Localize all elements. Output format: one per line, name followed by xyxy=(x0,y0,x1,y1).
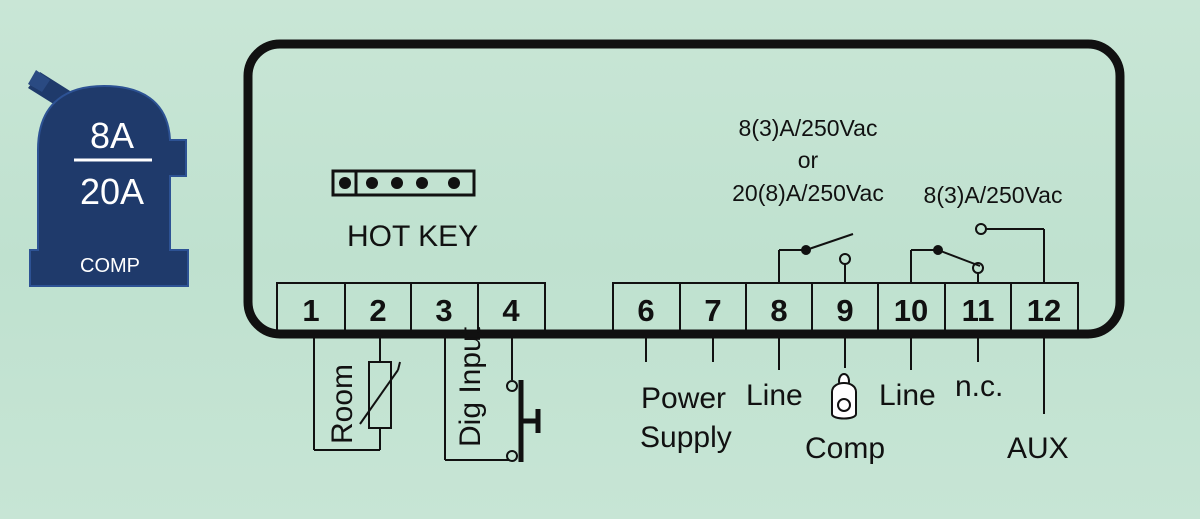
badge-bottom: 20A xyxy=(80,171,144,212)
room-label: Room xyxy=(326,364,359,444)
terminal-10: 10 xyxy=(894,293,928,328)
hot-key-pin xyxy=(366,177,378,189)
comp-wiring xyxy=(778,337,846,370)
compressor-relay-icon xyxy=(778,233,854,283)
comp-rating-line2: or xyxy=(798,147,819,173)
aux-wiring xyxy=(910,337,1045,414)
terminal-7: 7 xyxy=(704,293,721,328)
power-supply-wiring xyxy=(645,337,714,362)
thermistor-icon xyxy=(359,361,401,429)
room-sensor-wiring xyxy=(313,337,381,451)
hot-key-connector xyxy=(331,169,476,197)
push-switch-icon xyxy=(506,380,541,462)
terminal-3: 3 xyxy=(435,293,452,328)
power-label: Power xyxy=(641,382,726,415)
hot-key-pin xyxy=(416,177,428,189)
terminal-1: 1 xyxy=(302,293,319,328)
compressor-badge: 8A 20A COMP xyxy=(28,70,189,287)
comp-rating-line3: 20(8)A/250Vac xyxy=(732,180,884,206)
nc-label: n.c. xyxy=(955,370,1003,403)
terminal-8: 8 xyxy=(770,293,787,328)
aux-rating: 8(3)A/250Vac xyxy=(924,182,1063,208)
terminal-4: 4 xyxy=(502,293,520,328)
aux-label: AUX xyxy=(1007,432,1069,465)
badge-top: 8A xyxy=(90,115,134,156)
terminal-6: 6 xyxy=(637,293,654,328)
terminal-2: 2 xyxy=(369,293,386,328)
terminal-11: 11 xyxy=(962,293,995,328)
hot-key-pin xyxy=(339,177,351,189)
badge-label: COMP xyxy=(80,255,140,277)
digital-input-wiring xyxy=(444,337,513,461)
compressor-body-icon xyxy=(29,84,189,287)
terminal-12: 12 xyxy=(1027,293,1061,328)
hot-key-pin xyxy=(391,177,403,189)
aux-line-label: Line xyxy=(879,379,936,412)
dig-input-label: Dig Input xyxy=(454,326,487,447)
terminal-9: 9 xyxy=(836,293,853,328)
compressor-icon xyxy=(831,373,857,420)
terminal-block-left xyxy=(276,282,546,334)
comp-rating-line1: 8(3)A/250Vac xyxy=(739,115,878,141)
comp-label: Comp xyxy=(805,432,885,465)
supply-label: Supply xyxy=(640,421,732,454)
aux-relay-icon xyxy=(910,223,1045,283)
hot-key-pin xyxy=(448,177,460,189)
hot-key-label: HOT KEY xyxy=(347,220,478,253)
comp-line-label: Line xyxy=(746,379,803,412)
